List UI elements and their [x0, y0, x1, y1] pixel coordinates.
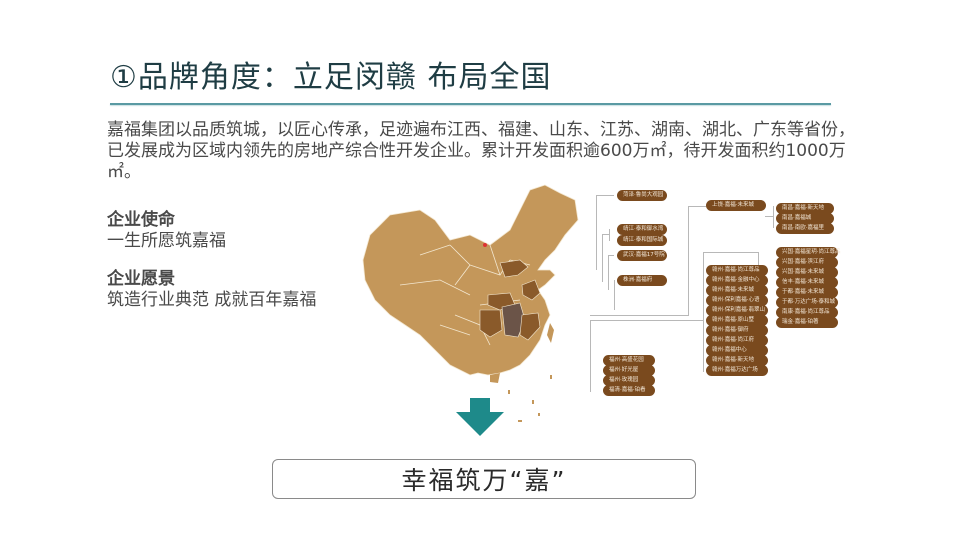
project-label: 株洲·嘉福府 [617, 275, 667, 286]
title-number: ① [110, 60, 138, 95]
connector-line [602, 234, 603, 282]
project-label: 兴国·嘉福星玥·尚江尊品 [776, 247, 841, 258]
project-label: 信丰·嘉福·未来城 [776, 277, 838, 288]
mission-heading: 企业使命 [107, 210, 175, 230]
project-label: 靖江·泰和国际城 [617, 235, 667, 246]
project-label: 赣州·嘉福·御府 [706, 325, 768, 336]
project-label: 福州·玫瑰园 [603, 375, 655, 386]
connector-line [609, 229, 610, 241]
vision-text: 筑造行业典范 成就百年嘉福 [107, 290, 317, 310]
project-label: 福州·高盛花园 [603, 355, 655, 366]
project-label: 赣州·嘉福中心 [706, 345, 768, 356]
page-title: ①品牌角度：立足闵赣 布局全国 [110, 52, 551, 96]
connector-line [703, 252, 704, 372]
connector-line [688, 206, 706, 207]
connector-line [765, 216, 773, 217]
vision-heading: 企业愿景 [107, 269, 175, 289]
project-label: 南康·嘉福·尚江尊品 [776, 307, 838, 318]
project-label: 赣州·嘉福·新天地 [706, 355, 768, 366]
project-label: 赣州·保利嘉福·心语 [706, 295, 768, 306]
project-label: 菏泽·鲁尚大观园 [617, 190, 667, 201]
project-label: 兴国·嘉福·滨江府 [776, 257, 838, 268]
project-label: 赣州·嘉福·未来城 [706, 285, 768, 296]
project-label: 武汉·嘉福17号院 [617, 250, 667, 261]
project-label: 赣州·嘉福·原山墅 [706, 315, 768, 326]
project-label: 南昌·嘉福·新天地 [776, 203, 834, 214]
project-label: 于都·嘉福·未来城 [776, 287, 838, 298]
project-label: 赣州·嘉福·尚江府 [706, 335, 768, 346]
connector-line [590, 320, 591, 392]
connector-line [608, 255, 609, 290]
connector-line [703, 252, 758, 253]
title-text: 品牌角度：立足闵赣 布局全国 [137, 60, 552, 95]
connector-line [608, 255, 614, 256]
project-label: 于都·万达广场·泰和城 [776, 297, 838, 308]
project-label: 福清·嘉福·铂看 [603, 385, 655, 396]
china-map [362, 184, 579, 422]
project-label: 赣州·保利嘉福·翡翠山 [706, 305, 768, 316]
connector-line [688, 206, 689, 316]
project-label: 赣州·嘉福万达广场 [706, 365, 768, 376]
connector-line [596, 195, 614, 196]
connector-line [614, 280, 615, 310]
connector-line [602, 234, 610, 235]
project-label: 上饶·嘉福·未来城 [706, 200, 766, 211]
intro-paragraph: 嘉福集团以品质筑城，以匠心传承，足迹遍布江西、福建、山东、江苏、湖南、湖北、广东… [107, 120, 855, 182]
connector-line [596, 195, 597, 270]
connector-line [590, 315, 688, 316]
project-label: 兴国·嘉福·未来城 [776, 267, 838, 278]
connector-line [773, 206, 774, 228]
project-label: 福州·好光屋 [603, 365, 655, 376]
down-arrow-icon [456, 398, 504, 436]
project-label: 赣州·嘉福·金融中心 [706, 275, 768, 286]
title-divider [110, 103, 831, 105]
project-label: 靖江·泰和御水湾 [617, 224, 667, 235]
mission-text: 一生所愿筑嘉福 [107, 231, 226, 251]
slogan-text: 幸福筑万“嘉” [401, 466, 567, 495]
project-label: 瑞金·嘉福·铂著 [776, 317, 838, 328]
project-label: 南昌·南欧·嘉福里 [776, 223, 834, 234]
project-label: 赣州·嘉福·尚江尊品 [706, 265, 768, 276]
slogan-box: 幸福筑万“嘉” [272, 459, 696, 499]
project-label: 南昌·嘉福城 [776, 213, 834, 224]
connector-line [590, 320, 703, 321]
